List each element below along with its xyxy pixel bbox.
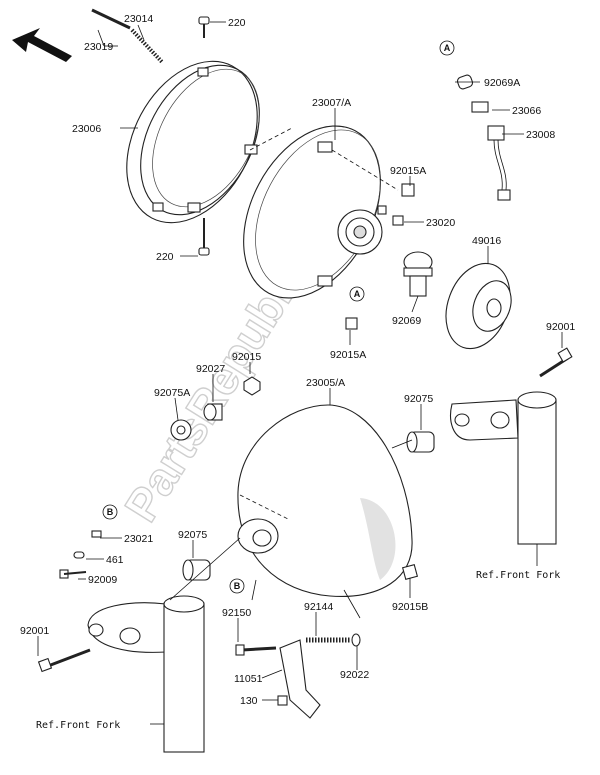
label-92009: 92009 xyxy=(88,574,117,586)
screw-top xyxy=(198,16,210,38)
clip-23021 xyxy=(91,530,102,538)
label-23066: 23066 xyxy=(512,105,541,117)
marker-a-top: A xyxy=(439,40,455,56)
svg-text:B: B xyxy=(107,507,114,517)
nut-92015B xyxy=(401,563,419,581)
label-92150: 92150 xyxy=(222,607,251,619)
clip-23020 xyxy=(392,215,404,226)
label-23019: 23019 xyxy=(84,41,113,53)
socket-23066 xyxy=(471,101,489,113)
nut-bottom xyxy=(345,317,358,330)
leader-lines xyxy=(37,21,563,725)
label-23008: 23008 xyxy=(526,129,555,141)
label-23006: 23006 xyxy=(72,123,101,135)
marker-b-top: B xyxy=(102,504,118,520)
adjusting-screw xyxy=(91,8,164,64)
label-23020: 23020 xyxy=(426,217,455,229)
right-front-fork xyxy=(517,391,557,545)
label-23021: 23021 xyxy=(124,533,153,545)
bolt-92150 xyxy=(235,644,277,656)
headlight-unit xyxy=(243,125,387,299)
nut-top xyxy=(401,183,415,197)
label-92015: 92015 xyxy=(232,351,261,363)
socket-harness xyxy=(487,125,511,201)
left-bracket xyxy=(87,602,167,653)
label-92015a-top: 92015A xyxy=(390,165,426,177)
left-front-fork xyxy=(163,595,205,753)
screw-bottom xyxy=(198,218,210,256)
spring-92144 xyxy=(306,633,361,647)
label-92075-left: 92075 xyxy=(178,529,207,541)
bolt-130 xyxy=(277,695,288,706)
label-23005a: 23005/A xyxy=(306,377,345,389)
label-92075-right: 92075 xyxy=(404,393,433,405)
label-11051: 11051 xyxy=(234,673,263,685)
headlight-rim xyxy=(126,60,260,224)
label-92015a-bottom: 92015A xyxy=(330,349,366,361)
marker-b-mid: B xyxy=(229,578,245,594)
rubber-cover xyxy=(445,262,512,350)
screw-92009 xyxy=(59,569,87,579)
headlight-bulb xyxy=(403,251,433,297)
nut-92015 xyxy=(243,376,261,396)
label-92069a: 92069A xyxy=(484,77,520,89)
part-labels: 23019 23014 220 23006 220 23007/A 92069A… xyxy=(20,13,575,707)
label-92144: 92144 xyxy=(304,601,333,613)
label-92075a: 92075A xyxy=(154,387,190,399)
label-130: 130 xyxy=(240,695,258,707)
label-92015b: 92015B xyxy=(392,601,428,613)
bulb-461 xyxy=(73,551,85,559)
ref-front-fork-left: Ref.Front Fork xyxy=(36,720,120,731)
svg-text:A: A xyxy=(444,43,451,53)
ref-front-fork-right: Ref.Front Fork xyxy=(476,570,560,581)
grommet-right xyxy=(406,431,435,453)
label-92027: 92027 xyxy=(196,363,225,375)
label-23014: 23014 xyxy=(124,13,153,25)
label-461: 461 xyxy=(106,554,124,566)
label-220-top: 220 xyxy=(228,17,246,29)
svg-text:B: B xyxy=(234,581,241,591)
headlight-housing xyxy=(237,404,413,598)
bracket-11051 xyxy=(279,639,321,719)
label-92001-right: 92001 xyxy=(546,321,575,333)
label-92022: 92022 xyxy=(340,669,369,681)
label-92069: 92069 xyxy=(392,315,421,327)
grommet-92075A xyxy=(170,419,192,441)
right-bracket xyxy=(450,399,519,441)
marker-a-mid: A xyxy=(349,286,365,302)
label-92001-left: 92001 xyxy=(20,625,49,637)
svg-text:A: A xyxy=(354,289,361,299)
label-23007a: 23007/A xyxy=(312,97,351,109)
label-49016: 49016 xyxy=(472,235,501,247)
label-220-bottom: 220 xyxy=(156,251,174,263)
direction-arrow-icon xyxy=(12,28,72,62)
grommet-left xyxy=(182,559,211,581)
collar-92027 xyxy=(203,403,223,421)
